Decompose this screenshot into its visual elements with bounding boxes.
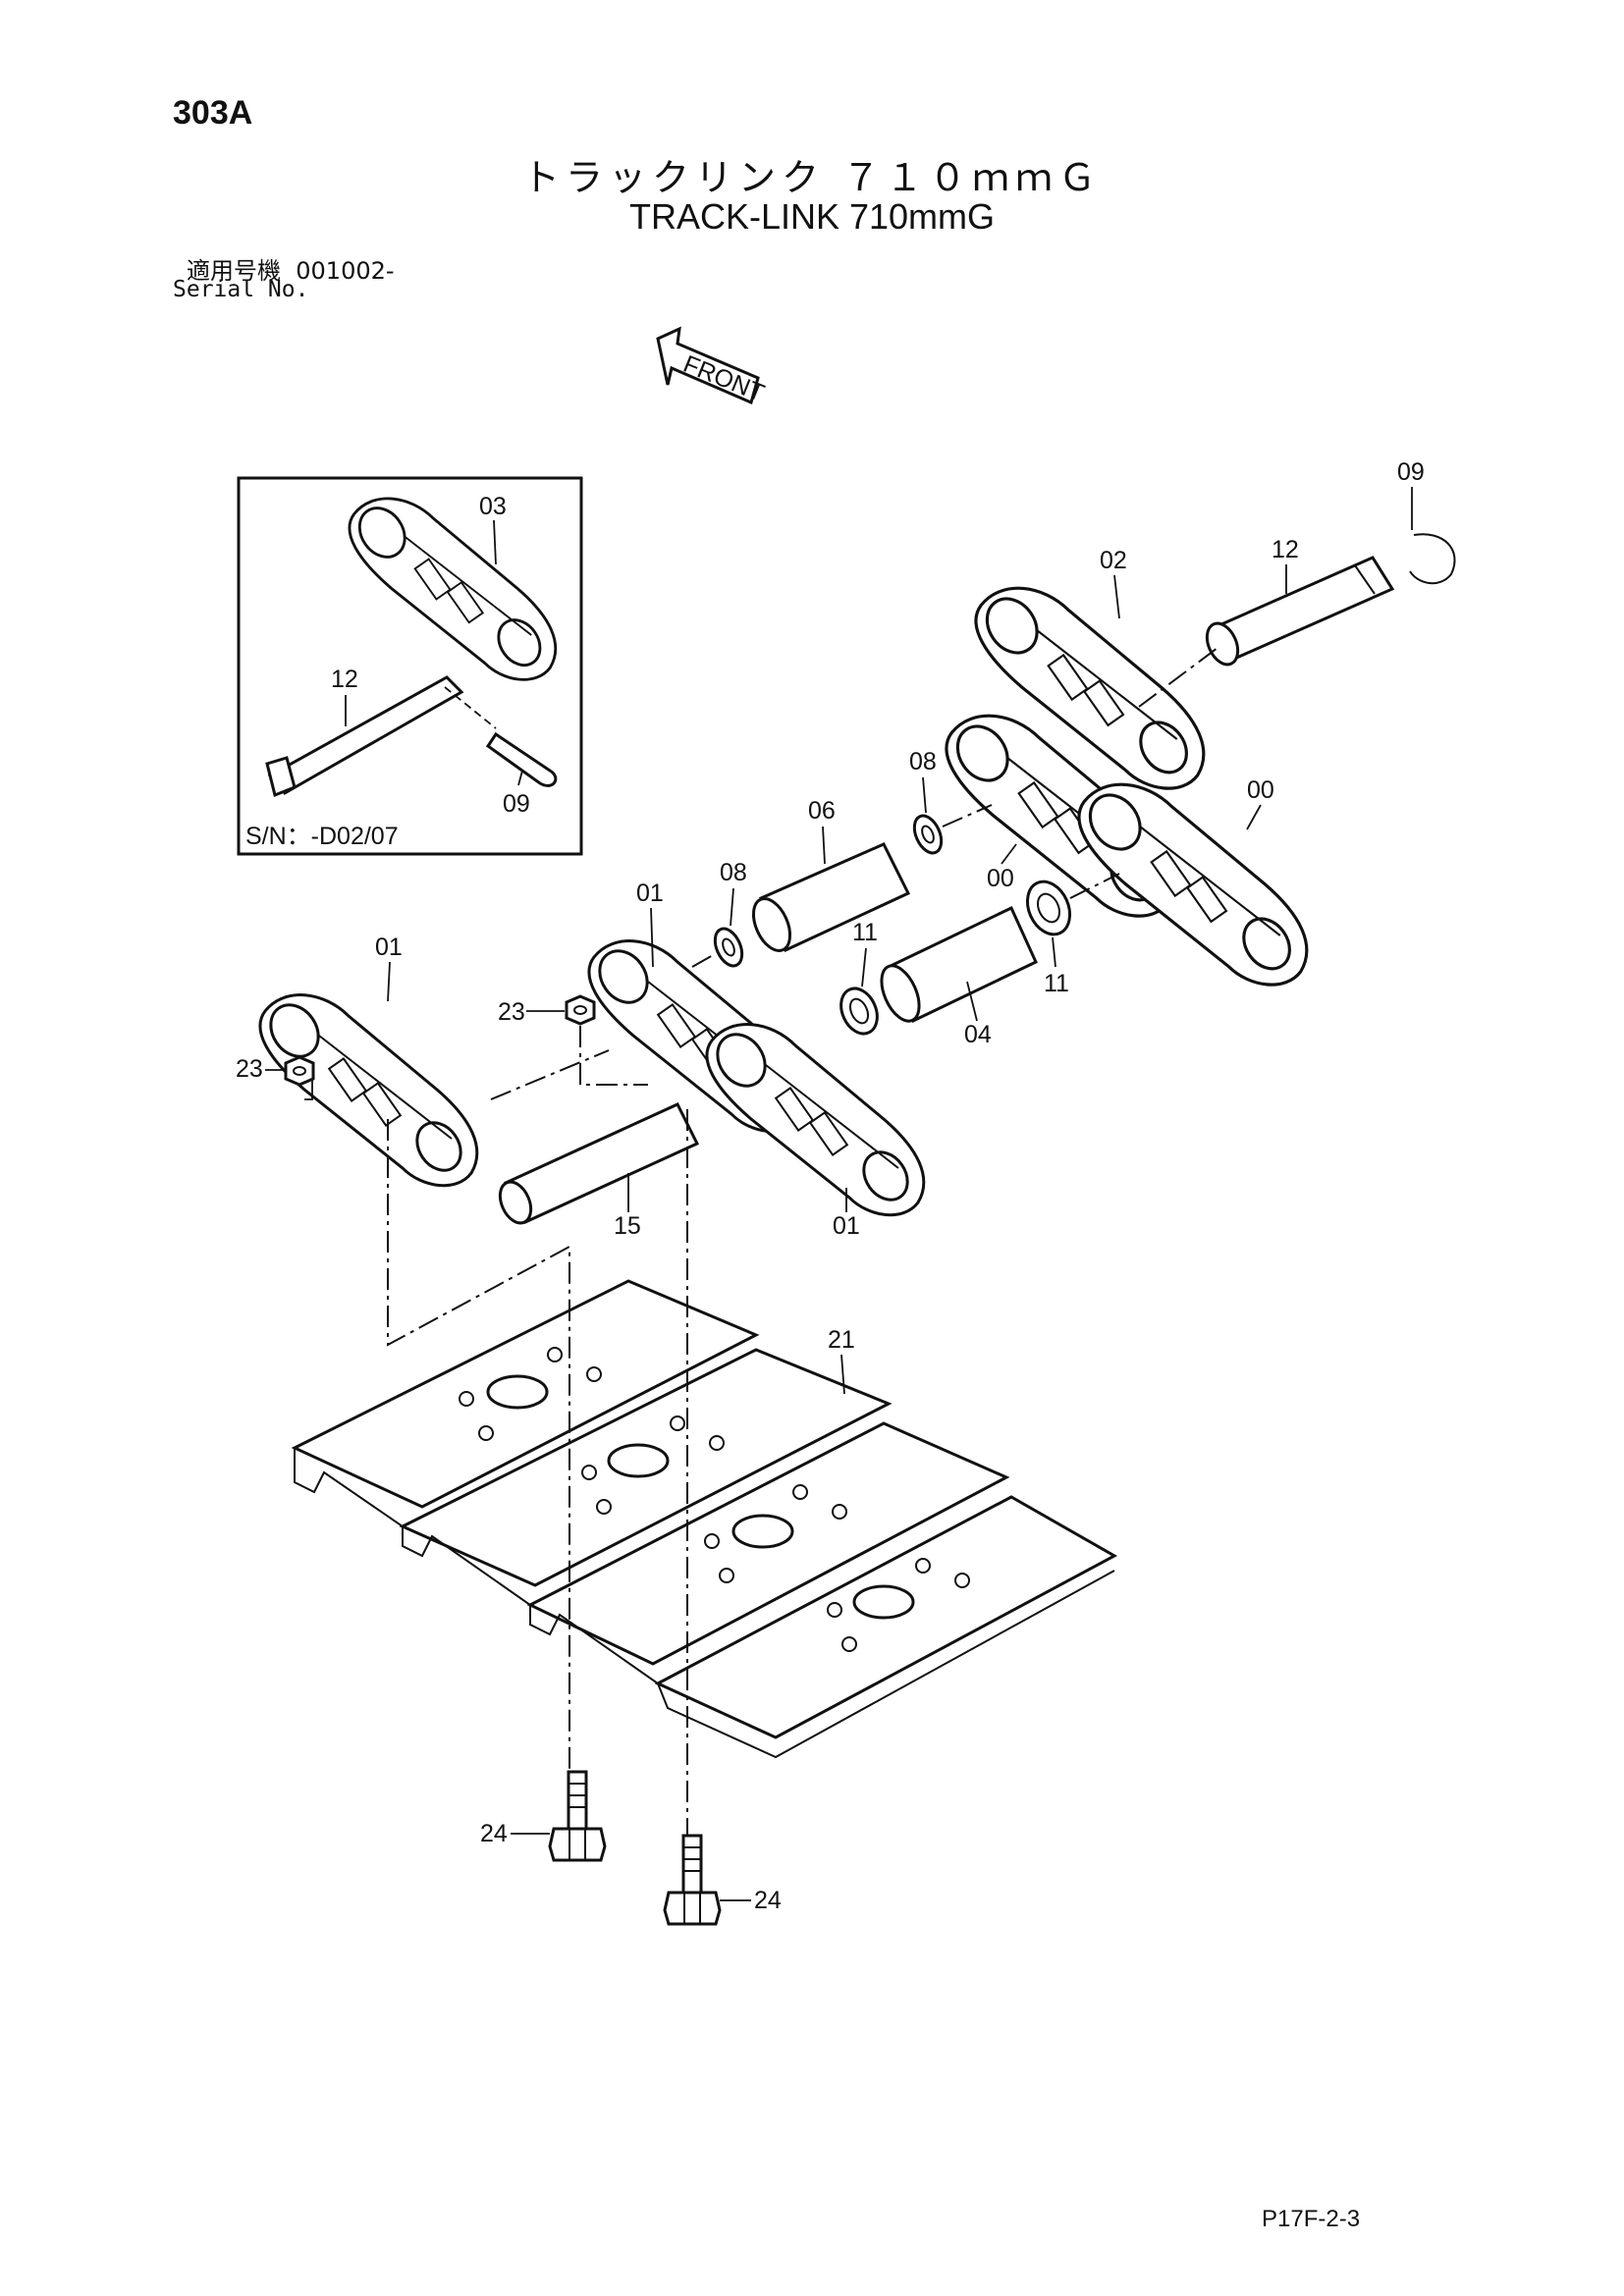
seal-part-11-left: [839, 987, 879, 1036]
inset-link-part-03: [348, 497, 558, 681]
track-shoe-part-21: [291, 1279, 1118, 1759]
nut-part-23-upper: [565, 994, 596, 1026]
front-arrow-label: FRONT: [679, 350, 768, 407]
callout-21: 21: [828, 1326, 855, 1354]
bolt-part-24-left: [548, 1770, 607, 1862]
title-japanese: トラックリンク ７１０ｍｍＧ: [521, 156, 1103, 199]
callout-00-a: 00: [1247, 776, 1274, 804]
callout-11-b: 11: [1044, 970, 1069, 997]
serial-value: 001002-: [296, 257, 395, 285]
callout-23-a: 23: [498, 998, 525, 1026]
washer-part-08-lower: [713, 927, 744, 968]
inset-keeper-part-09: [485, 731, 558, 787]
inset-box: 03 12 09 S/N：-D02/07: [237, 476, 583, 856]
serial-label-jp: 適用号機: [187, 257, 281, 285]
svg-text:09: 09: [503, 790, 530, 818]
callout-23-b: 23: [236, 1055, 263, 1083]
page-reference: P17F-2-3: [1262, 2206, 1361, 2232]
callout-09: 09: [1397, 458, 1425, 486]
callout-24-a: 24: [480, 1820, 508, 1847]
title-english: TRACK-LINK 710mmG: [628, 196, 996, 237]
callout-11-a: 11: [852, 919, 878, 946]
serial-line-japanese: 適用号機 001002-: [187, 251, 395, 286]
seal-part-11-right: [1025, 880, 1072, 936]
master-pin-part-12: [1205, 556, 1395, 667]
callout-04: 04: [964, 1021, 992, 1048]
callout-12: 12: [1272, 536, 1299, 563]
retaining-ring-part-09: [1409, 533, 1456, 585]
bushing-part-06: [751, 842, 911, 952]
page-code: 303A: [173, 94, 253, 132]
callout-08-b: 08: [720, 859, 747, 886]
callout-06: 06: [808, 797, 836, 825]
callout-24-b: 24: [754, 1887, 782, 1914]
callout-01-c: 01: [833, 1212, 860, 1240]
callout-15: 15: [614, 1212, 641, 1240]
bushing-part-04: [880, 905, 1038, 1024]
svg-text:12: 12: [331, 666, 358, 693]
callout-08-a: 08: [909, 748, 937, 775]
bolt-part-24-right: [663, 1834, 722, 1926]
callout-00-b: 00: [987, 865, 1014, 892]
serial-label-en: Serial No.: [173, 277, 309, 302]
front-arrow: FRONT: [656, 326, 768, 407]
pin-part-15: [498, 1102, 700, 1225]
nut-part-23-lower: [284, 1055, 315, 1087]
inset-pin-part-12: [267, 675, 464, 795]
washer-part-08-upper: [912, 814, 944, 855]
inset-serial-note: S/N：-D02/07: [245, 823, 399, 850]
link-part-01-left: [258, 993, 479, 1188]
callout-01-b: 01: [375, 934, 403, 961]
callout-02: 02: [1100, 547, 1127, 574]
callout-01-a: 01: [636, 880, 664, 907]
svg-text:03: 03: [479, 493, 507, 520]
